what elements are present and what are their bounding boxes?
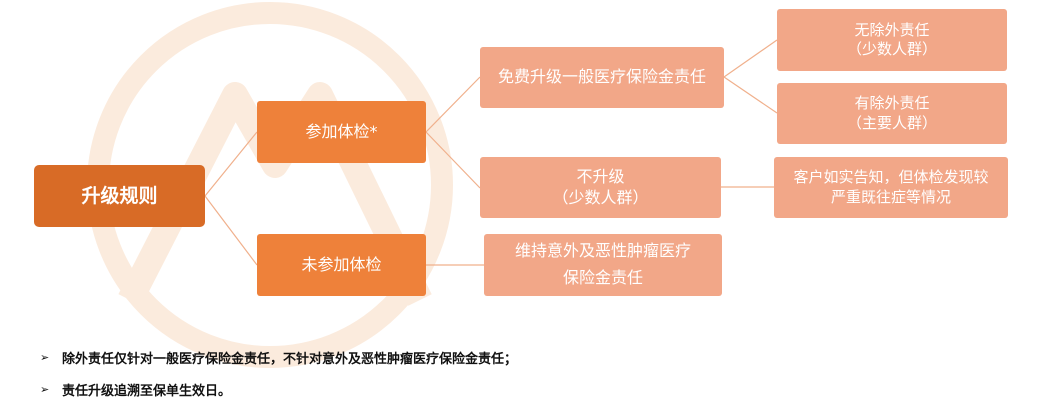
- node-no-upgrade-line1: 不升级: [576, 166, 625, 186]
- node-customer-case: 客户如实告知，但体检发现较 严重既往症等情况: [774, 157, 1008, 218]
- node-with-exclusion: 有除外责任 （主要人群）: [777, 83, 1007, 144]
- node-customer-case-line1: 客户如实告知，但体检发现较: [793, 168, 989, 186]
- node-with-exclusion-line2: （主要人群）: [846, 113, 937, 132]
- connector-upgrade-with-exclusion: [723, 76, 778, 114]
- connector-root-no-exam: [204, 195, 258, 266]
- arrow-bullet-icon: ➢: [40, 350, 50, 364]
- node-no-exclusion: 无除外责任 （少数人群）: [777, 9, 1007, 71]
- node-customer-case-line2: 严重既往症等情况: [830, 187, 951, 206]
- node-free-upgrade: 免费升级一般医疗保险金责任: [480, 47, 724, 108]
- connector-root-exam: [204, 131, 258, 197]
- connector-upgrade-no-exclusion: [723, 39, 778, 78]
- root-node-label: 升级规则: [81, 184, 158, 207]
- note-text: 责任升级追溯至保单生效日。: [62, 383, 232, 399]
- node-free-upgrade-label: 免费升级一般医疗保险金责任: [497, 67, 706, 87]
- node-no-exclusion-line1: 无除外责任: [854, 20, 930, 39]
- node-maintain-line1: 维持意外及恶性肿瘤医疗: [514, 241, 691, 261]
- note-item: ➢ 责任升级追溯至保单生效日。: [40, 377, 517, 401]
- notes-list: ➢ 除外责任仅针对一般医疗保险金责任，不针对意外及恶性肿瘤医疗保险金责任； ➢ …: [40, 345, 517, 409]
- arrow-bullet-icon: ➢: [40, 382, 50, 396]
- node-no-exam-label: 未参加体检: [301, 254, 382, 274]
- node-no-upgrade: 不升级 （少数人群）: [480, 157, 721, 218]
- note-text: 除外责任仅针对一般医疗保险金责任，不针对意外及恶性肿瘤医疗保险金责任；: [62, 351, 518, 367]
- root-node-upgrade-rules: 升级规则: [34, 165, 205, 227]
- node-attend-exam: 参加体检*: [257, 101, 426, 163]
- note-item: ➢ 除外责任仅针对一般医疗保险金责任，不针对意外及恶性肿瘤医疗保险金责任；: [40, 345, 517, 369]
- node-no-upgrade-line2: （少数人群）: [552, 187, 649, 207]
- connector-exam-upgrade: [425, 76, 481, 133]
- node-attend-exam-label: 参加体检*: [305, 121, 378, 141]
- node-with-exclusion-line1: 有除外责任: [854, 94, 930, 112]
- node-maintain-coverage: 维持意外及恶性肿瘤医疗 保险金责任: [484, 234, 722, 296]
- node-maintain-line2: 保险金责任: [562, 268, 643, 287]
- node-no-exclusion-line2: （少数人群）: [846, 40, 937, 58]
- connector-exam-no-upgrade: [425, 131, 481, 189]
- node-no-exam: 未参加体检: [257, 234, 426, 296]
